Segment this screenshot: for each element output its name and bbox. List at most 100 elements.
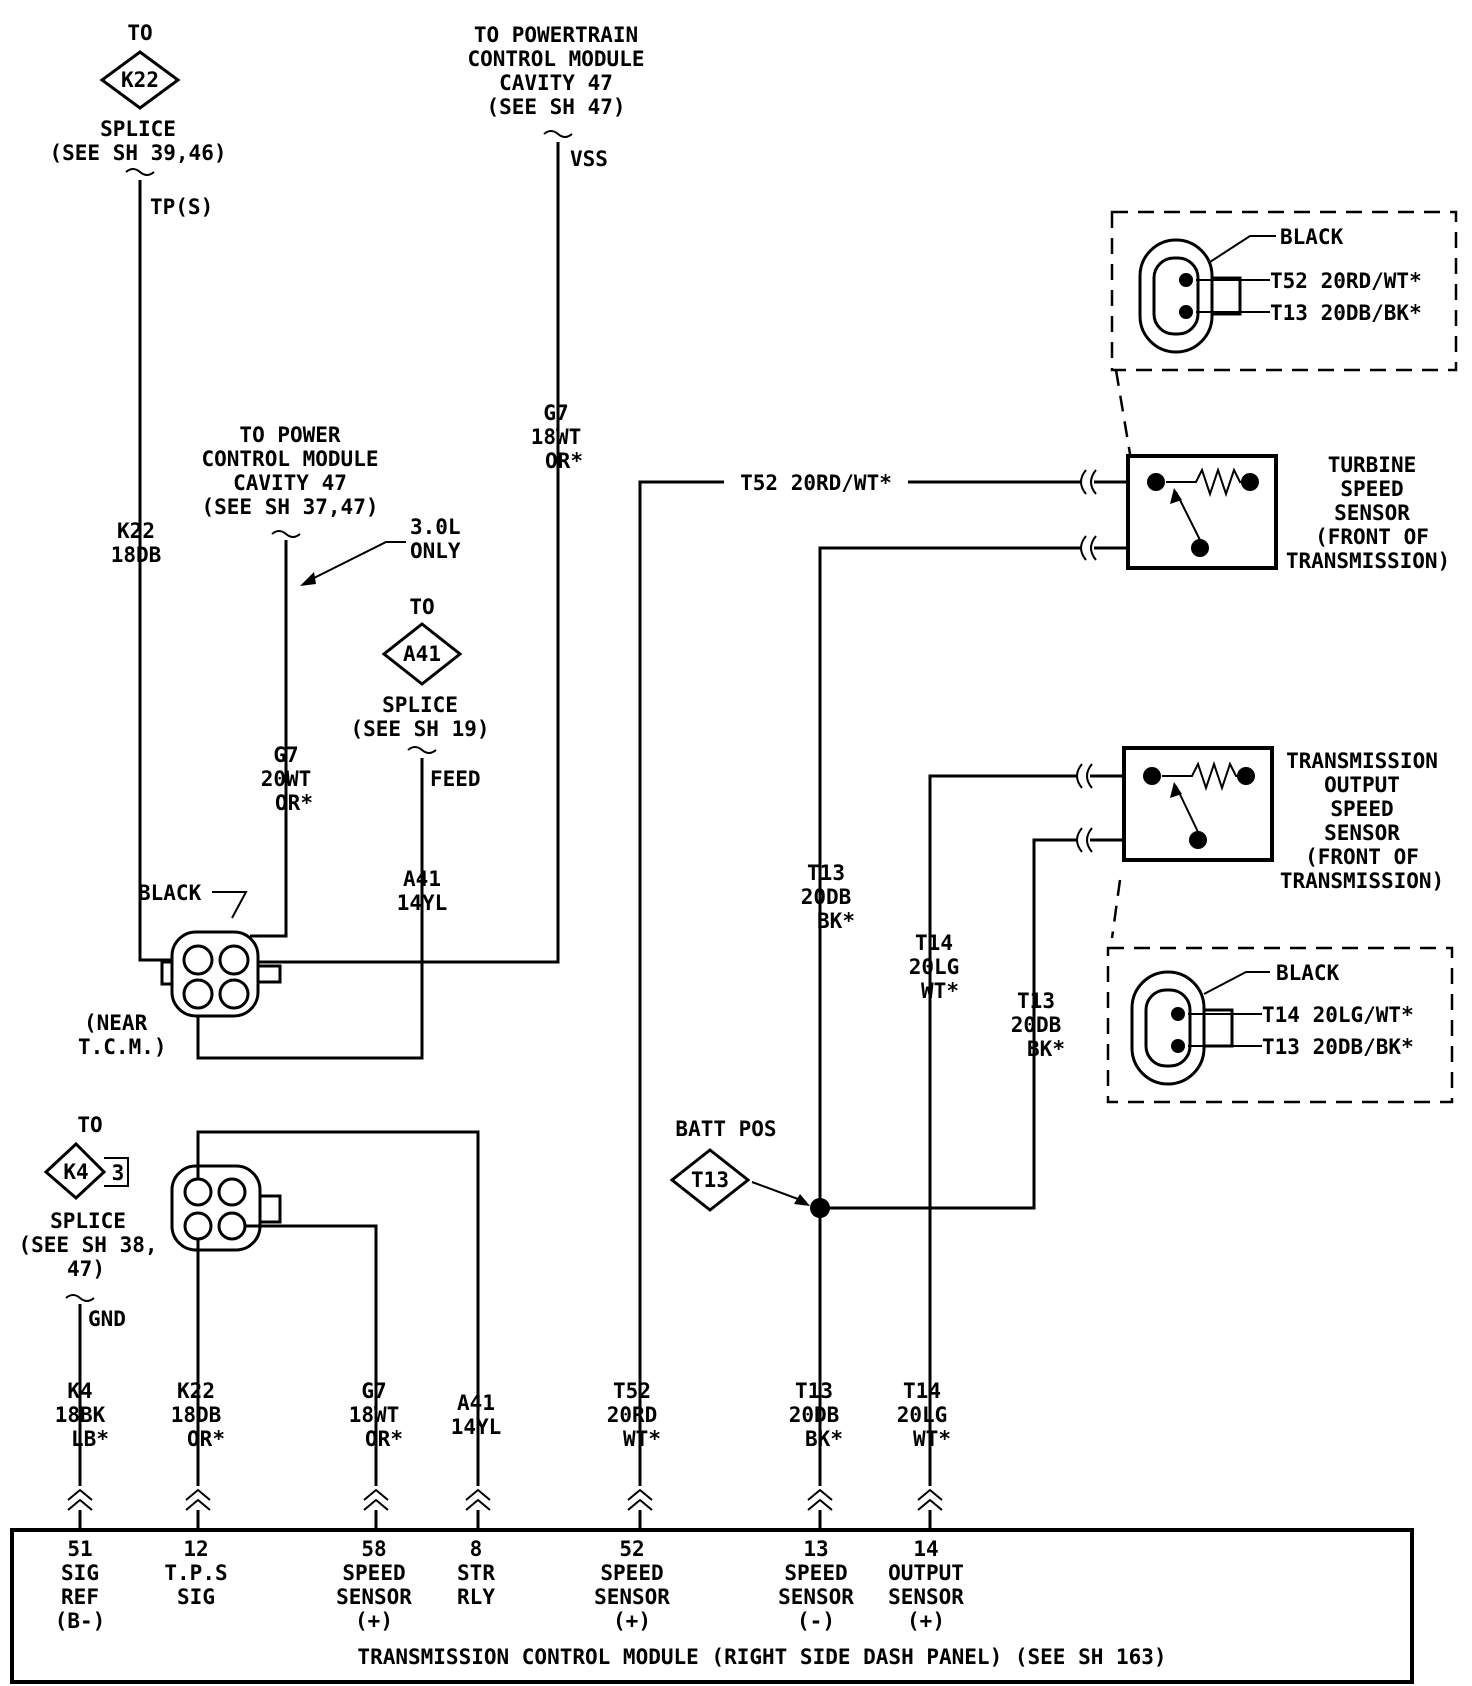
connector-cavity-2 [218,944,250,976]
turbine-line-3: SENSOR [1334,501,1410,525]
output-color-leader [1203,971,1270,995]
connector-cavity-4 [218,978,250,1010]
k4-see-label-2: 47) [67,1257,105,1281]
batt-pos: BATT POS T13 [669,1117,830,1218]
tcm-pin-52: 52 [619,1537,644,1561]
bottom-wire-t14-gauge: 20LG [897,1403,948,1427]
tcm-pin-14-line-2: SENSOR [888,1585,964,1609]
power-cm-line-2: CONTROL MODULE [201,447,378,471]
tcm-pin-58-line-1: SPEED [342,1561,405,1585]
connector-cavity-1 [182,944,214,976]
turbine-connector-lock [1210,276,1242,316]
output-line-6: TRANSMISSION) [1280,869,1444,893]
a41-diamond-label: A41 [403,642,441,666]
tcm-pin-12: 12 [183,1537,208,1561]
output-connector-inner [1144,988,1192,1068]
tcm-pin-8-line-2: RLY [457,1585,495,1609]
tcm-pin-51-line-2: REF [61,1585,99,1609]
turbine-pin-1 [1179,273,1193,287]
k4-see-label-1: (SEE SH 38, [18,1233,157,1257]
k22-splice-reference: TO K22 SPLICE (SEE SH 39,46) TP(S) K22 1… [49,21,226,567]
t13-wire [818,546,1082,1486]
tcm-pin-52-line-3: (+) [613,1609,651,1633]
turbine-line-1: TURBINE [1328,453,1417,477]
t14-code: T14 [915,931,953,955]
connector-cavity-3 [182,978,214,1010]
power-cm-line-3: CAVITY 47 [233,471,347,495]
lower-cavity-4 [217,1211,247,1241]
tcm-pin-14-line-1: OUTPUT [888,1561,964,1585]
output-sensor: TRANSMISSION OUTPUT SPEED SENSOR (FRONT … [1122,746,1444,893]
pcm-line-2: CONTROL MODULE [467,47,644,71]
power-cm-note-1: 3.0L [410,515,461,539]
terminal-t13 [807,1488,833,1511]
lower-connector-body [170,1164,262,1252]
turbine-connector-outline [1110,210,1458,372]
power-cm-line-4: (SEE SH 37,47) [201,495,378,519]
lower-connector [170,1164,282,1252]
output-connector-outline [1106,946,1454,1104]
pcm-reference: TO POWERTRAIN CONTROL MODULE CAVITY 47 (… [467,23,644,473]
terminal-k22 [185,1488,211,1511]
turbine-connector-inner [1152,256,1200,336]
bottom-wire-t52-gauge: 20RD [607,1403,658,1427]
k22-splice-break [125,168,155,176]
k4-to-label: TO [77,1113,102,1137]
pcm-break [543,130,573,138]
g7-lower-wire [244,1224,378,1486]
t14-terminal [1076,763,1093,789]
tcm-pin-13-line-1: SPEED [784,1561,847,1585]
batt-diamond-label: T13 [691,1168,729,1192]
turbine-line-2: SPEED [1340,477,1403,501]
bottom-wire-g7-gauge: 18WT [349,1403,400,1427]
batt-splice-node [810,1198,830,1218]
turbine-resistor [1166,466,1250,498]
turbine-pin-1-label: T52 20RD/WT* [1270,269,1422,293]
t52-wire-label: T52 20RD/WT* [740,471,892,495]
power-cm-wire-color: OR* [275,791,313,815]
output-node-a [1143,767,1161,785]
output-line-5: (FRONT OF [1305,845,1419,869]
turbine-pin-2 [1179,305,1193,319]
output-connector-detail: BLACK T14 20LG/WT* T13 20DB/BK* [1106,879,1454,1104]
connector-tab [256,964,282,984]
g7-20wt-wire [250,540,288,938]
lower-cavity-2 [217,1177,247,1207]
t52-wire [638,480,724,1486]
bottom-wire-k22-gauge: 18DB [171,1403,222,1427]
k22-splice-label: SPLICE [100,117,176,141]
output-pin-1 [1171,1007,1185,1021]
k22-diamond-label: K22 [121,68,159,92]
bottom-wire-a41-code: A41 [457,1391,495,1415]
bottom-wire-k4-code: K4 [67,1379,92,1403]
k4-break [65,1294,95,1302]
connector-near-tcm: BLACK (NEAR T.C.M.) [78,881,282,1059]
tcm-pin-52-line-1: SPEED [600,1561,663,1585]
bottom-wire-g7-code: G7 [361,1379,386,1403]
turbine-node-c [1191,539,1209,557]
pcm-wire-color: OR* [545,449,583,473]
bottom-wire-t52-code: T52 [613,1379,651,1403]
power-cm-reference: TO POWER CONTROL MODULE CAVITY 47 (SEE S… [201,423,460,815]
a41-circuit-label: FEED [430,767,481,791]
connector-color-leader [212,891,248,919]
batt-pos-label: BATT POS [675,1117,776,1141]
a41-lower-wire [196,1130,480,1486]
tcm-pin-13-line-2: SENSOR [778,1585,854,1609]
bottom-wire-t52-color: WT* [623,1427,661,1451]
vss-g7-wire [250,142,560,964]
output-wiper-arrow [1170,782,1182,798]
tcm-pin-58: 58 [361,1537,386,1561]
connector-location-1: (NEAR [84,1011,148,1035]
tcm-pin-51-line-1: SIG [61,1561,99,1585]
tcm-box [10,1528,1414,1684]
pcm-circuit-label: VSS [570,147,608,171]
output-resistor [1162,760,1246,792]
k4-circuit-label: GND [88,1307,126,1331]
t13b-terminal [1076,827,1093,853]
connector-location-2: T.C.M.) [78,1035,167,1059]
tcm-pin-8-line-1: STR [457,1561,495,1585]
pcm-wire-code: G7 [543,401,568,425]
power-cm-break [271,530,301,538]
